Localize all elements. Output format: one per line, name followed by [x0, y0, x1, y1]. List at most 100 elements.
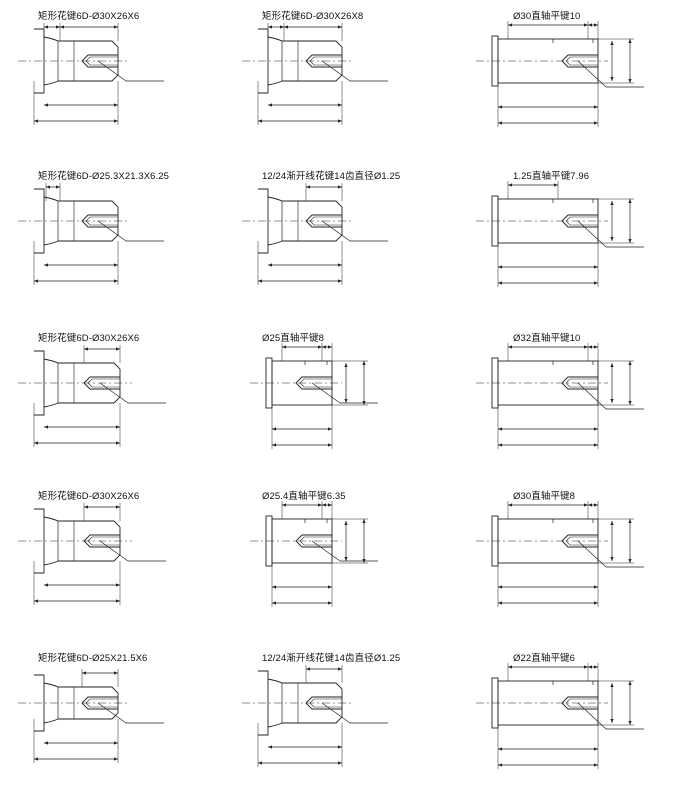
shaft-spline-body — [43, 36, 119, 86]
shaft-figure — [242, 183, 388, 285]
shaft-figure — [476, 21, 644, 127]
threaded-hole — [305, 214, 342, 228]
bottom-dim-overall-arrow-right — [594, 763, 598, 767]
bottom-dim-inner-arrow-right — [594, 427, 598, 431]
bottom-dim-overall-arrow-right — [594, 443, 598, 447]
bottom-dim-inner-arrow-left — [498, 585, 502, 589]
bottom-dim-overall-arrow-left — [498, 121, 502, 125]
shaft-cell: 1.25直轴平键7.96 — [458, 166, 680, 327]
shaft-title: 1.25直轴平键7.96 — [513, 171, 590, 182]
top-dim-b-arrow-right — [594, 503, 598, 507]
thread-leader — [97, 220, 127, 242]
top-dim-arrow-right — [338, 667, 342, 671]
top-dim-a-arrow-left — [508, 665, 512, 669]
diameter-arrow-top — [628, 519, 632, 523]
threaded-hole — [295, 376, 332, 390]
thread-leader — [97, 60, 127, 82]
diameter-arrow-top — [610, 363, 614, 367]
shaft-title: Ø30直轴平键8 — [513, 491, 576, 502]
bottom-dim-inner-arrow-left — [498, 105, 502, 109]
top-dim-b-arrow-right — [594, 23, 598, 27]
bottom-dim-inner-arrow-right — [338, 745, 342, 749]
threaded-hole — [83, 376, 120, 390]
top-dim-b-arrow-right — [114, 25, 118, 29]
shaft-title: 矩形花键6D-Ø25X21.5X6 — [38, 653, 148, 664]
bottom-dim-inner-arrow-right — [338, 103, 342, 107]
diameter-arrow-bottom — [610, 237, 614, 241]
top-dim-arrow-right — [56, 185, 60, 189]
top-dim-arrow-right — [116, 347, 120, 351]
shaft-cell: Ø32直轴平键10 — [458, 328, 680, 489]
threaded-hole — [561, 54, 598, 68]
bottom-dim-inner-arrow-right — [594, 265, 598, 269]
shaft-title: 矩形花键6D-Ø25.3X21.3X6.25 — [38, 171, 170, 182]
shaft-figure — [476, 343, 644, 449]
shaft-cell: Ø22直轴平键6 — [458, 648, 680, 809]
diameter-arrow-top — [344, 521, 348, 525]
shaft-body — [497, 518, 599, 564]
shaft-body — [497, 198, 599, 244]
bottom-dim-overall-arrow-right — [338, 279, 342, 283]
top-dim-b-arrow-left — [588, 503, 592, 507]
top-dim-arrow-left — [306, 667, 310, 671]
bottom-dim-inner-arrow-left — [268, 745, 272, 749]
shaft-spline-body — [43, 196, 119, 246]
diameter-arrow-bottom — [610, 719, 614, 723]
thread-leader — [97, 702, 127, 724]
diameter-arrow-top — [362, 361, 366, 365]
bottom-dim-inner-arrow-right — [114, 103, 118, 107]
shaft-cell: 矩形花键6D-Ø30X26X8 — [232, 6, 458, 167]
shaft-figure — [18, 345, 166, 447]
thread-root-line — [565, 536, 598, 546]
top-dim-a-arrow-left — [282, 503, 286, 507]
bottom-dim-overall-arrow-left — [34, 119, 38, 123]
diameter-arrow-bottom — [628, 79, 632, 83]
thread-leader — [321, 220, 351, 242]
top-dim-b-arrow-right — [328, 345, 332, 349]
shaft-figure — [18, 183, 164, 285]
bottom-dim-inner-arrow-right — [594, 747, 598, 751]
top-dim-b-arrow-left — [284, 25, 288, 29]
diameter-arrow-bottom — [610, 399, 614, 403]
shaft-body — [271, 518, 333, 564]
bottom-dim-overall-arrow-right — [116, 441, 120, 445]
shaft-spline-body — [267, 196, 343, 246]
bottom-dim-overall-arrow-right — [594, 601, 598, 605]
top-dim-a-arrow-left — [268, 25, 272, 29]
thread-root-line — [85, 698, 118, 708]
bottom-dim-overall-arrow-right — [114, 279, 118, 283]
top-dim-arrow-left — [46, 185, 50, 189]
thread-root-line — [299, 536, 332, 546]
diameter-arrow-top — [362, 519, 366, 523]
diameter-arrow-bottom — [628, 401, 632, 405]
shaft-spline-body — [267, 678, 343, 728]
shaft-cell: Ø30直轴平键8 — [458, 486, 680, 647]
shaft-title: 12/24渐开线花键14齿直径Ø1.25 — [262, 653, 401, 664]
thread-leader — [577, 382, 607, 410]
threaded-hole — [561, 534, 598, 548]
top-dim-a-arrow-left — [508, 503, 512, 507]
top-dim-arrow-left — [84, 347, 88, 351]
bottom-dim-inner-arrow-left — [498, 265, 502, 269]
top-dim-arrow-left — [84, 505, 88, 509]
threaded-hole — [81, 54, 118, 68]
bottom-dim-inner-arrow-right — [116, 583, 120, 587]
bottom-dim-inner-arrow-right — [328, 585, 332, 589]
top-dim-b-arrow-right — [338, 25, 342, 29]
bottom-dim-overall-arrow-right — [116, 599, 120, 603]
bottom-dim-inner-arrow-left — [44, 103, 48, 107]
threaded-hole — [295, 534, 332, 548]
shaft-flange — [34, 350, 45, 416]
diameter-arrow-top — [610, 683, 614, 687]
top-dim-a-arrow-right — [584, 345, 588, 349]
bottom-dim-overall-arrow-left — [498, 763, 502, 767]
top-dim-b-arrow-left — [322, 503, 326, 507]
shaft-cell: Ø30直轴平键10 — [458, 6, 680, 167]
bottom-dim-inner-arrow-right — [114, 741, 118, 745]
shaft-figure — [250, 343, 378, 449]
top-dim-a-arrow-right — [584, 23, 588, 27]
bottom-dim-overall-arrow-right — [338, 761, 342, 765]
bottom-dim-inner-arrow-left — [498, 747, 502, 751]
diameter-arrow-bottom — [344, 557, 348, 561]
top-dim-b-arrow-right — [594, 665, 598, 669]
